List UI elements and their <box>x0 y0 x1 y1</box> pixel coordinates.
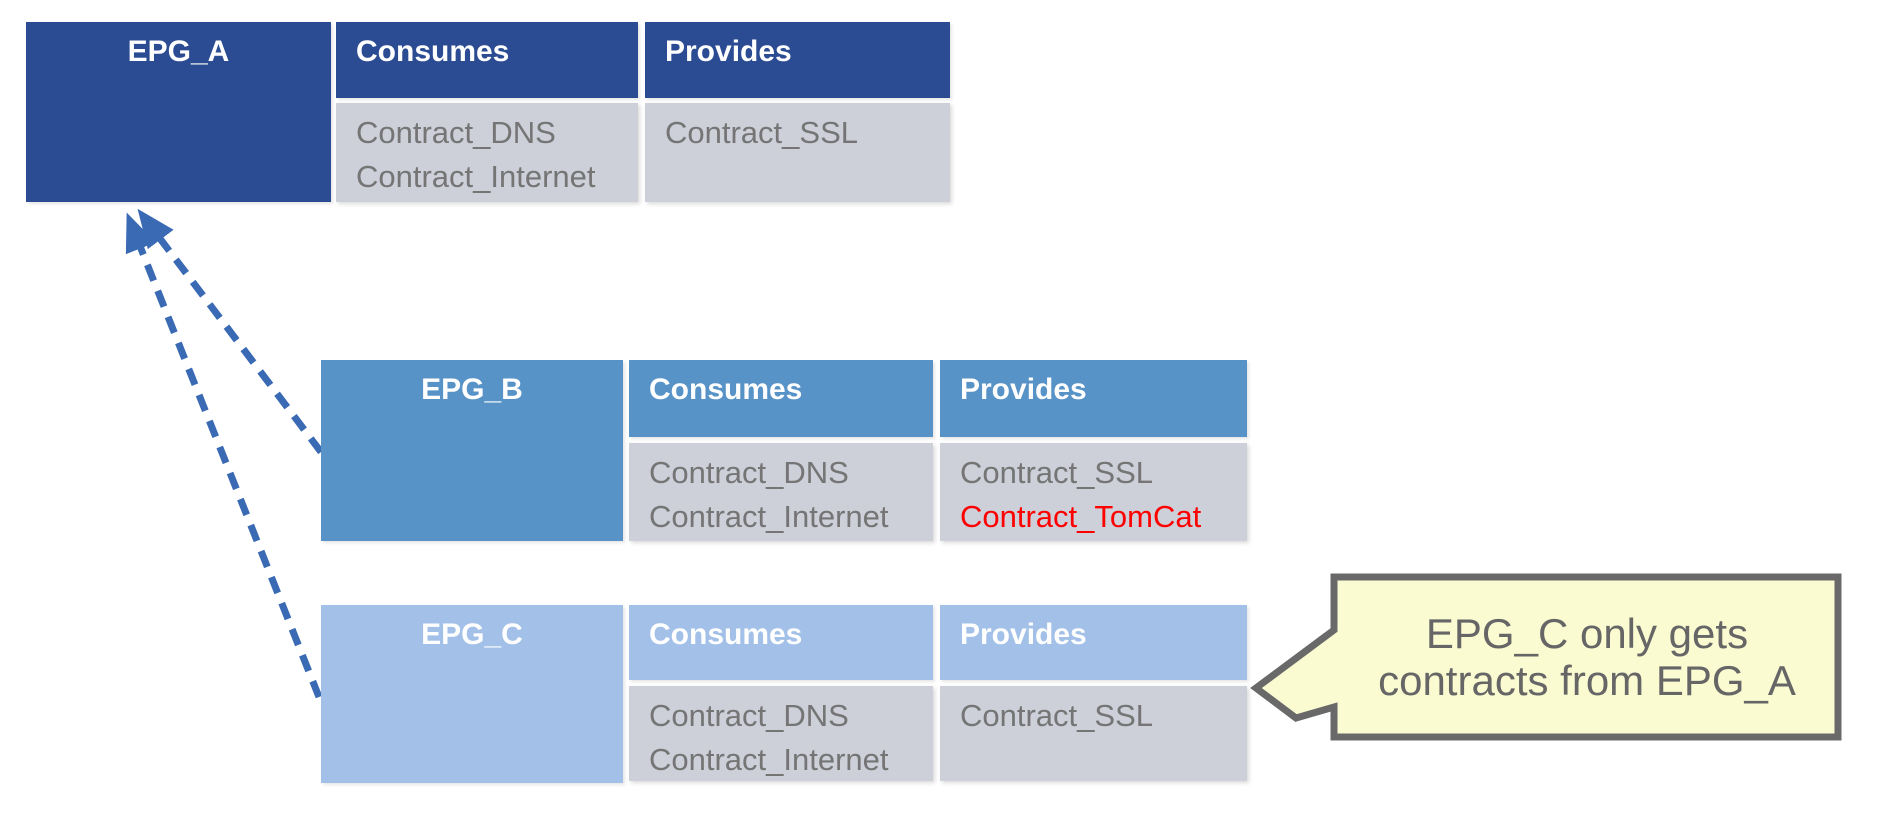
callout-bubble <box>1250 573 1842 741</box>
epg-a-consumes-cell: Contract_DNS Contract_Internet <box>336 103 638 202</box>
epg-c-consumes-cell: Contract_DNS Contract_Internet <box>629 686 933 781</box>
contract-item: Contract_Internet <box>649 499 889 534</box>
contract-item: Contract_SSL <box>960 698 1153 733</box>
contract-item-highlighted: Contract_TomCat <box>960 499 1202 534</box>
contract-item: Contract_DNS <box>356 115 556 150</box>
arrow-epg-c-to-epg-a <box>125 212 323 699</box>
epg-b-consumes-header: Consumes <box>629 360 933 437</box>
epg-a-consumes-header: Consumes <box>336 22 638 98</box>
callout-note: EPG_C only gets contracts from EPG_A <box>1341 584 1833 730</box>
epg-b-provides-header: Provides <box>940 360 1247 437</box>
contract-item: Contract_DNS <box>649 455 849 490</box>
epg-c-provides-cell: Contract_SSL <box>940 686 1247 781</box>
epg-c-label: EPG_C <box>421 618 523 651</box>
contract-item: Contract_DNS <box>649 698 849 733</box>
callout-line-2: contracts from EPG_A <box>1378 657 1796 704</box>
epg-b-label: EPG_B <box>421 373 523 406</box>
epg-a-provides-header: Provides <box>645 22 950 98</box>
callout-line-1: EPG_C only gets <box>1425 610 1749 657</box>
epg-b-provides-cell: Contract_SSL Contract_TomCat <box>940 443 1247 541</box>
epg-c-provides-header: Provides <box>940 605 1247 680</box>
contract-item: Contract_Internet <box>356 159 596 194</box>
epg-a-box: EPG_A <box>26 22 331 202</box>
contract-item: Contract_SSL <box>665 115 858 150</box>
arrow-epg-b-to-epg-a <box>137 208 324 455</box>
epg-c-consumes-header: Consumes <box>629 605 933 680</box>
epg-b-consumes-cell: Contract_DNS Contract_Internet <box>629 443 933 541</box>
contract-item: Contract_Internet <box>649 742 889 777</box>
epg-b-box: EPG_B <box>321 360 623 541</box>
epg-c-box: EPG_C <box>321 605 623 783</box>
contract-item: Contract_SSL <box>960 455 1153 490</box>
epg-a-provides-cell: Contract_SSL <box>645 103 950 202</box>
epg-a-label: EPG_A <box>127 35 230 68</box>
